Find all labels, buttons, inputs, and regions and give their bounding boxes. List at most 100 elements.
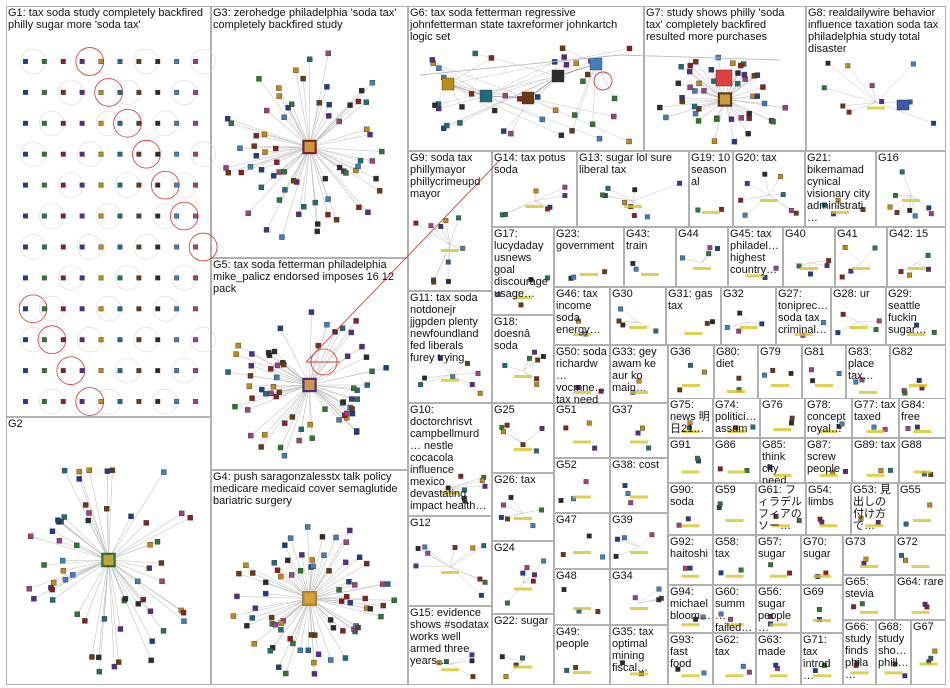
node-icon xyxy=(228,120,235,126)
node-icon xyxy=(23,368,28,374)
edge-line xyxy=(264,146,310,153)
hub-node-icon xyxy=(589,57,603,71)
node-icon xyxy=(309,435,315,441)
edge-line xyxy=(447,48,630,85)
node-icon xyxy=(60,59,66,64)
edge-line xyxy=(88,470,109,561)
node-icon xyxy=(79,182,85,188)
node-icon xyxy=(626,45,633,52)
edge-line xyxy=(108,559,139,605)
node-icon xyxy=(571,274,577,280)
node-icon xyxy=(265,349,272,356)
node-icon xyxy=(869,83,875,89)
node-icon xyxy=(41,368,47,374)
node-icon xyxy=(436,105,442,112)
node-icon xyxy=(711,138,718,144)
edge-line xyxy=(440,357,451,375)
node-icon xyxy=(535,357,541,363)
node-icon xyxy=(508,494,514,500)
edge-line xyxy=(63,559,109,572)
node-icon xyxy=(174,120,180,126)
node-icon xyxy=(592,445,598,451)
node-label-tag xyxy=(867,106,885,110)
group-panel-g16 xyxy=(876,151,946,227)
self-loop-ring xyxy=(37,325,67,355)
edge-line xyxy=(108,471,165,561)
node-icon xyxy=(268,390,274,396)
edge-line xyxy=(79,478,109,561)
edge-line xyxy=(309,146,337,220)
node-icon xyxy=(314,228,320,235)
node-icon xyxy=(631,213,637,219)
edge-line xyxy=(309,146,359,167)
node-icon xyxy=(61,514,67,520)
node-icon xyxy=(636,378,642,384)
edge-line xyxy=(420,374,451,385)
node-icon xyxy=(504,600,510,606)
node-icon xyxy=(559,45,566,51)
node-icon xyxy=(503,674,509,680)
node-icon xyxy=(86,467,92,473)
edge-line xyxy=(254,145,310,148)
node-icon xyxy=(916,377,922,383)
node-icon xyxy=(932,648,938,654)
node-icon xyxy=(225,170,232,176)
node-icon xyxy=(808,367,814,373)
group-panel-g39 xyxy=(610,513,668,569)
node-icon xyxy=(101,616,108,622)
node-icon xyxy=(843,468,848,474)
group-panel-g10 xyxy=(408,403,492,516)
node-icon xyxy=(256,76,262,82)
node-icon xyxy=(136,337,142,343)
edge-line xyxy=(534,186,565,202)
edge-line xyxy=(534,195,565,202)
node-icon xyxy=(853,379,859,385)
node-icon xyxy=(344,353,351,359)
node-icon xyxy=(136,120,142,126)
node-icon xyxy=(237,145,243,151)
node-icon xyxy=(117,626,124,632)
node-icon xyxy=(281,452,288,459)
group-panel-g91 xyxy=(668,438,713,483)
edge-line xyxy=(507,583,524,604)
node-icon xyxy=(23,182,28,188)
edge-line xyxy=(449,363,468,376)
node-icon xyxy=(816,607,822,612)
node-icon xyxy=(181,618,187,624)
node-icon xyxy=(55,517,61,523)
node-icon xyxy=(104,468,111,474)
node-icon xyxy=(326,568,332,574)
node-icon xyxy=(768,562,774,568)
node-icon xyxy=(675,80,682,86)
edge-line xyxy=(309,384,354,389)
node-icon xyxy=(328,657,334,663)
node-icon xyxy=(274,159,280,165)
node-icon xyxy=(324,321,330,328)
node-icon xyxy=(159,578,165,584)
node-label-tag xyxy=(860,610,878,614)
edge-line xyxy=(309,101,359,148)
node-icon xyxy=(278,620,284,626)
node-icon xyxy=(117,337,123,343)
node-icon xyxy=(695,207,701,213)
node-icon xyxy=(23,275,28,281)
edge-line xyxy=(449,654,473,665)
node-icon xyxy=(839,421,845,427)
node-icon xyxy=(481,543,487,549)
node-icon xyxy=(155,337,161,343)
node-icon xyxy=(327,617,334,623)
edge-line xyxy=(33,559,109,600)
node-label-tag xyxy=(681,430,700,433)
node-label-tag xyxy=(850,671,869,675)
edge-line xyxy=(309,101,367,148)
node-icon xyxy=(736,328,742,334)
node-icon xyxy=(300,75,306,82)
node-icon xyxy=(325,50,332,57)
self-loop-ring xyxy=(188,232,218,262)
node-icon xyxy=(922,601,928,607)
node-label-tag xyxy=(514,665,532,669)
node-icon xyxy=(717,501,723,507)
flag-node-icon xyxy=(896,99,910,111)
edge-line xyxy=(236,596,310,599)
edge-line xyxy=(281,146,310,238)
